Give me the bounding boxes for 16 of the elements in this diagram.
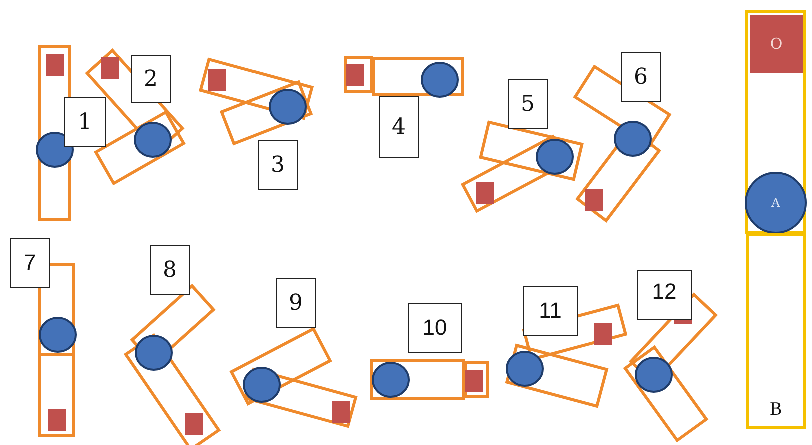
number-label: 3 (258, 140, 298, 190)
number-label: 6 (621, 52, 661, 102)
end-label: B (770, 400, 782, 420)
pivot-square: O (750, 15, 803, 73)
number-label: 1 (64, 97, 106, 147)
link-bar (746, 233, 806, 429)
number-label: 12 (637, 270, 692, 320)
number-label: 7 (10, 238, 50, 288)
number-label: 2 (131, 55, 171, 103)
number-label: 4 (379, 96, 419, 158)
number-label: 9 (276, 278, 316, 328)
number-label: 5 (508, 79, 548, 129)
number-label: 10 (408, 303, 462, 353)
number-label: 11 (523, 286, 578, 336)
number-label: 8 (150, 245, 190, 295)
joint-circle: A (745, 172, 807, 234)
